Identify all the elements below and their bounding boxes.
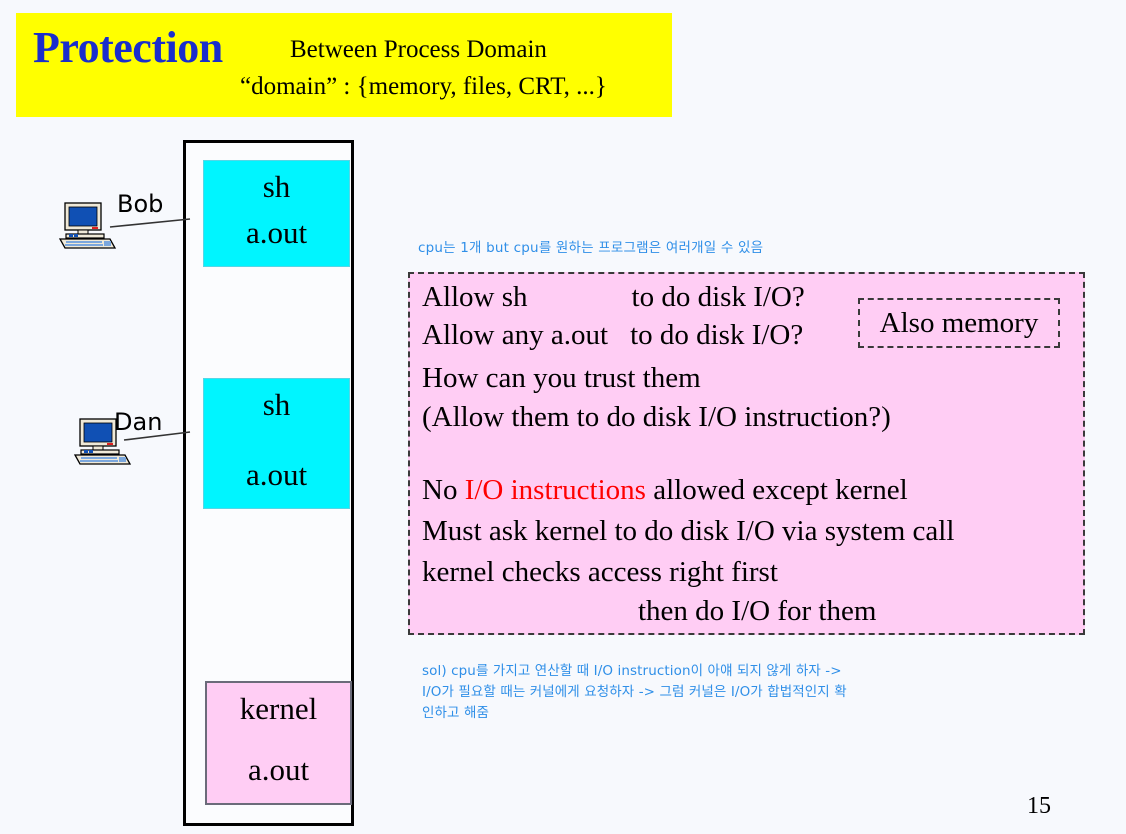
memory-block-label-bottom: a.out: [245, 457, 308, 493]
memory-block-label-bottom: a.out: [245, 215, 308, 251]
content-box: Allow sh to do disk I/O? Allow any a.out t…: [408, 272, 1085, 635]
content-line-2-question: Allow any a.out: [422, 319, 609, 351]
memory-block-bob-process: sh a.out: [203, 160, 350, 267]
memory-block-dan-process: sh a.out: [203, 378, 350, 509]
connector-line-dan: [123, 431, 191, 441]
annotation-note-bottom: sol) cpu를 가지고 연산할 때 I/O instruction이 아얘 …: [422, 663, 847, 721]
memory-block-kernel: kernel a.out: [205, 681, 352, 805]
user-label-bob: Bob: [117, 190, 164, 218]
annotation-note-top: cpu는 1개 but cpu를 원하는 프로그램은 여러개일 수 있음: [418, 240, 764, 256]
memory-block-label-top: sh: [262, 169, 291, 204]
content-line-1: Allow sh to do disk I/O?: [422, 283, 805, 312]
memory-block-label-top: sh: [262, 387, 291, 422]
content-line-6: Must ask kernel to do disk I/O via syste…: [422, 515, 955, 547]
page-title: Protection: [33, 23, 223, 72]
desktop-computer-icon: [58, 202, 117, 249]
content-line-8: then do I/O for them: [638, 595, 877, 627]
content-line-5: No I/O instructions allowed except kerne…: [422, 476, 908, 505]
connector-line-bob: [109, 218, 191, 228]
content-line-1-question: Allow sh: [422, 281, 528, 313]
content-line-5-highlight: I/O instructions: [464, 474, 646, 506]
memory-block-label-top: kernel: [239, 691, 318, 726]
memory-block-label-bottom: a.out: [247, 752, 310, 788]
content-line-4: (Allow them to do disk I/O instruction?): [422, 401, 891, 433]
desktop-computer-icon: [73, 418, 132, 465]
content-line-2: Allow any a.out to do disk I/O?: [422, 321, 803, 350]
content-line-1-action: to do disk I/O?: [631, 281, 805, 313]
content-line-3: How can you trust them: [422, 362, 701, 394]
content-line-2-action: to do disk I/O?: [630, 319, 804, 351]
page-number: 15: [1027, 793, 1051, 819]
content-line-5-suffix: allowed except kernel: [645, 474, 908, 506]
callout-also-memory: Also memory: [858, 298, 1060, 348]
content-line-7: kernel checks access right first: [422, 556, 778, 588]
title-subtitle-line2: “domain” : {memory, files, CRT, ...}: [240, 73, 607, 100]
title-banner: Protection Between Process Domain “domai…: [16, 13, 672, 117]
title-subtitle-line1: Between Process Domain: [290, 36, 547, 63]
content-line-5-prefix: No: [422, 474, 465, 506]
user-label-dan: Dan: [114, 408, 163, 436]
